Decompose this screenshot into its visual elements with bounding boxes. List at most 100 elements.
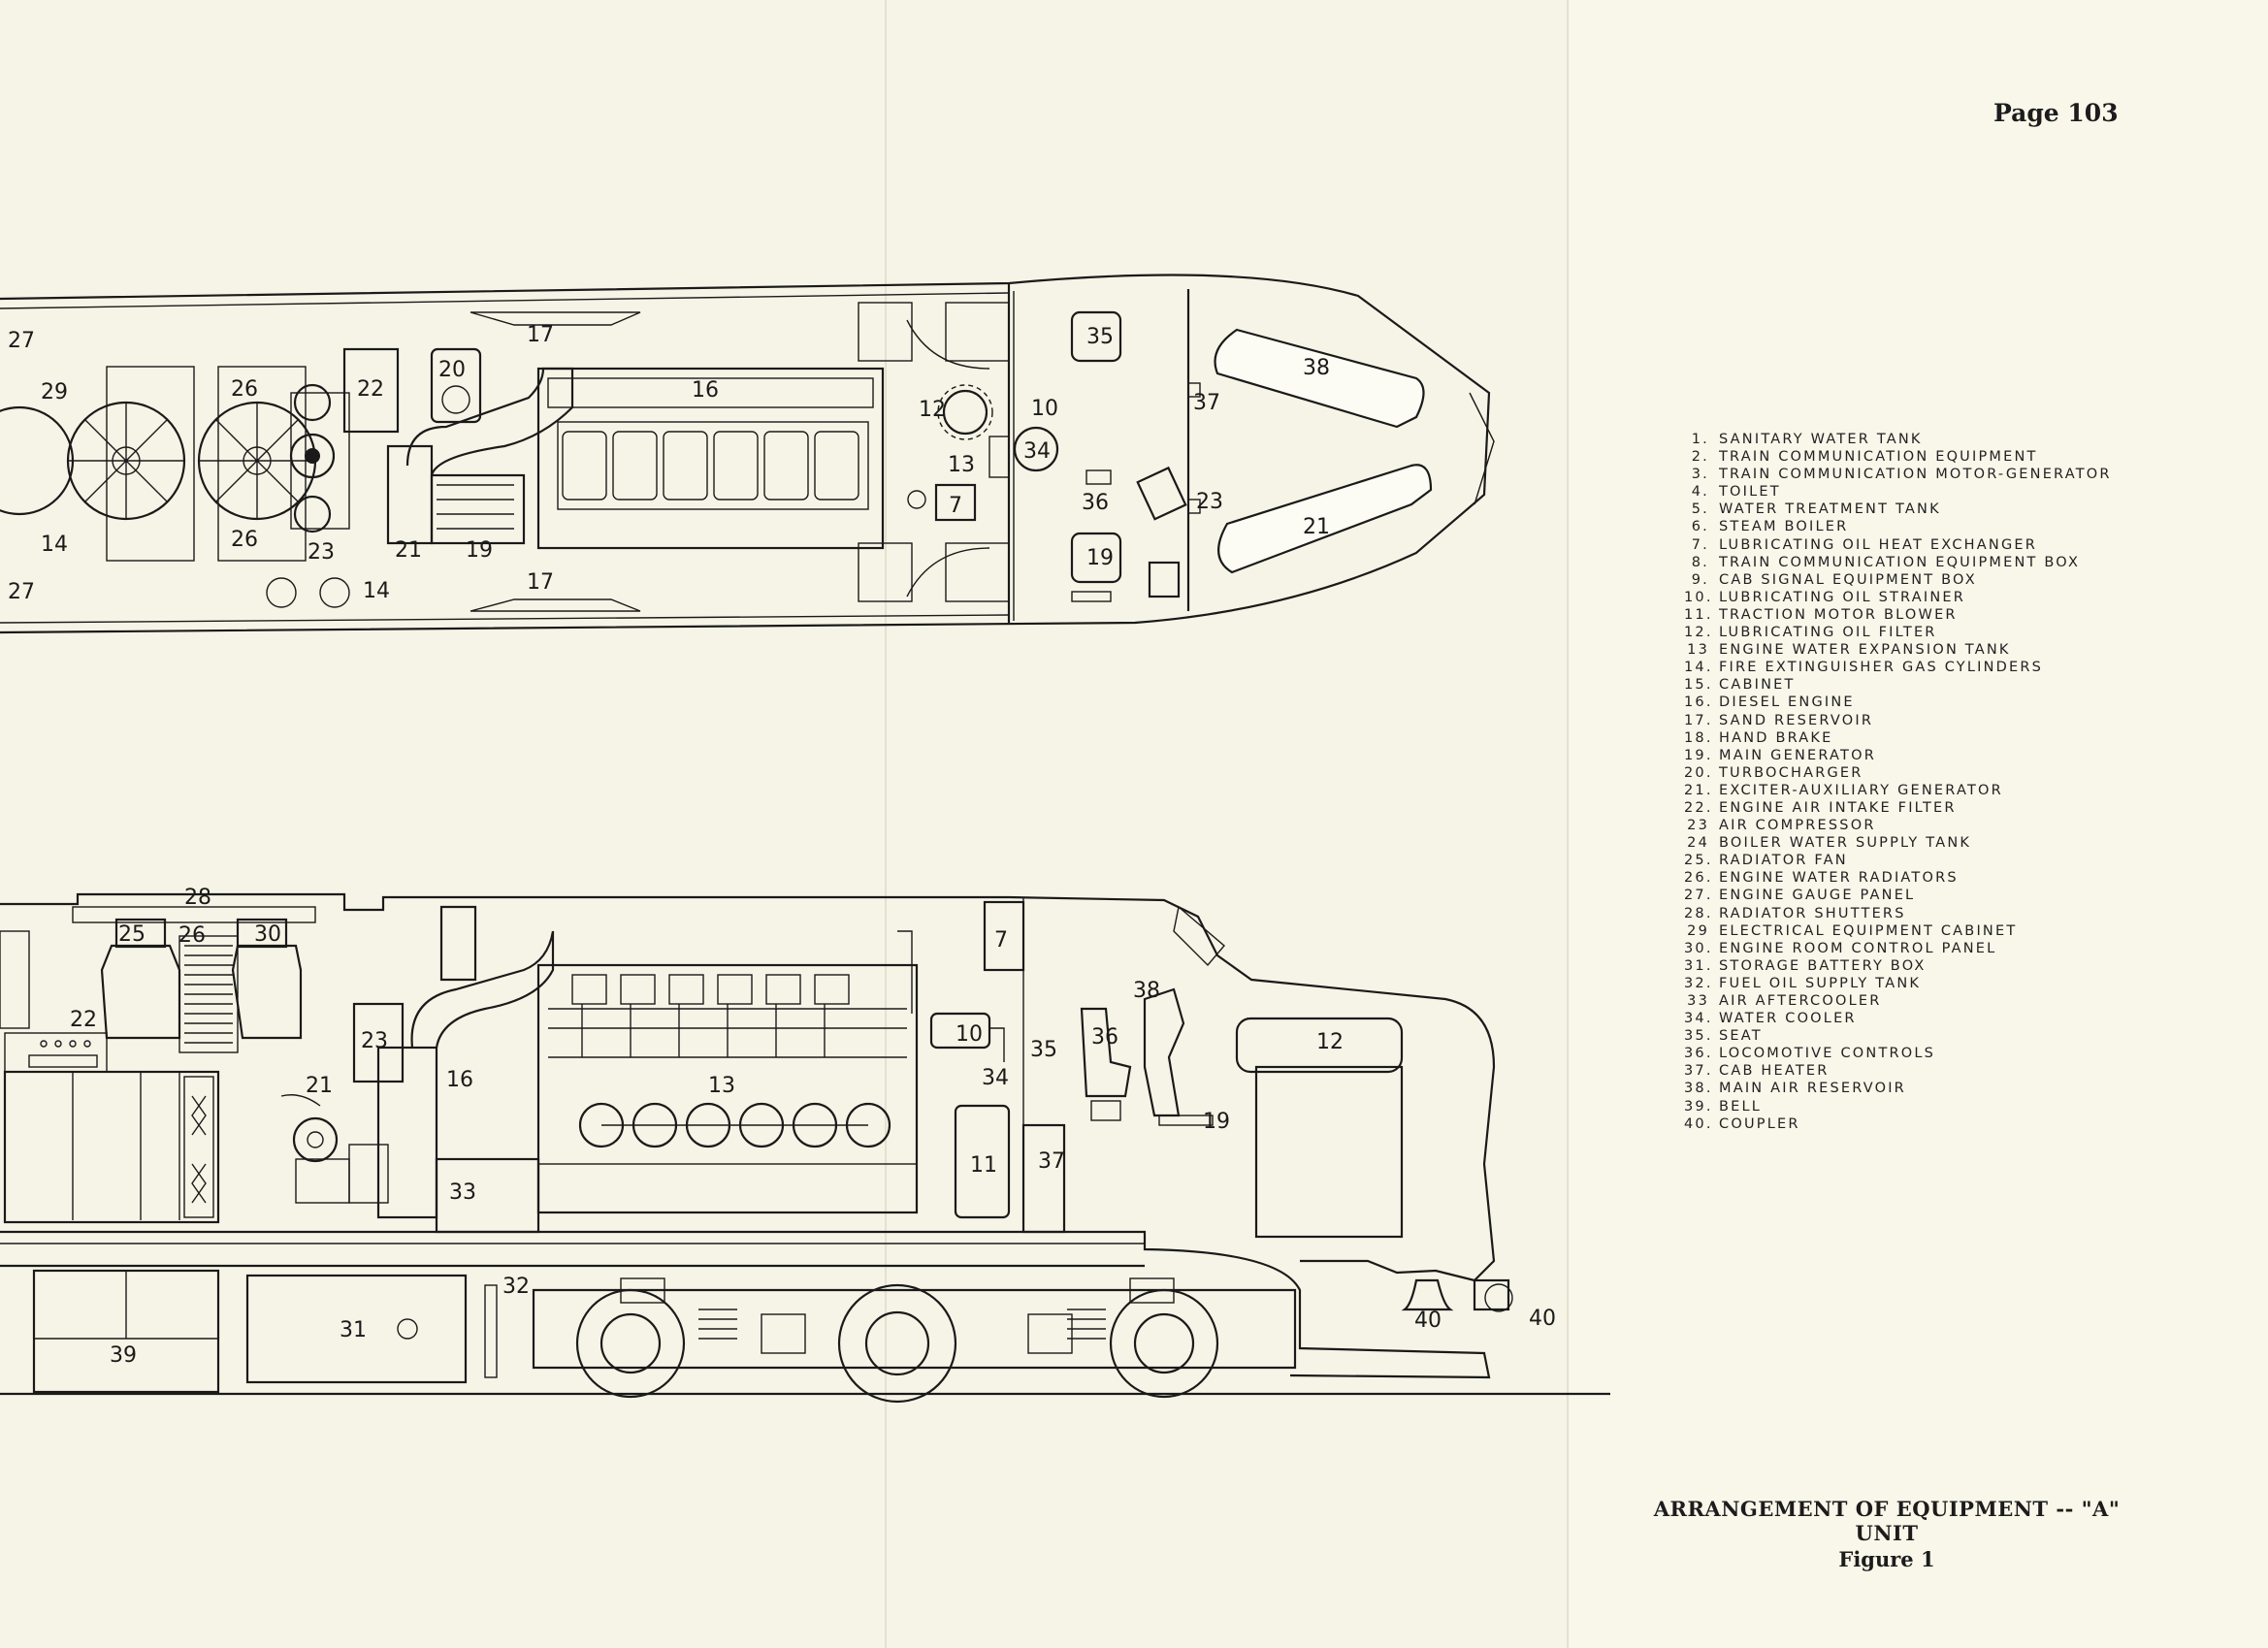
fold-line bbox=[885, 0, 887, 1648]
legend-item: 4.TOILET bbox=[1684, 483, 2140, 501]
legend-item: 26.ENGINE WATER RADIATORS bbox=[1684, 869, 2140, 887]
plan-callout: 26 bbox=[231, 377, 258, 402]
legend-item: 27.ENGINE GAUGE PANEL bbox=[1684, 887, 2140, 904]
legend-number: 1. bbox=[1691, 432, 1709, 447]
plan-callout: 34 bbox=[1023, 439, 1051, 464]
legend-number: 10. bbox=[1684, 589, 1713, 605]
legend-label: AIR COMPRESSOR bbox=[1719, 818, 1876, 834]
legend-number: 33 bbox=[1687, 993, 1709, 1009]
plan-callout: 7 bbox=[949, 494, 962, 518]
legend-item: 30.ENGINE ROOM CONTROL PANEL bbox=[1684, 940, 2140, 957]
legend-number: 31. bbox=[1684, 957, 1713, 974]
elevation-callout: 40 bbox=[1414, 1309, 1442, 1333]
heat-exchanger-elev bbox=[929, 1012, 991, 1050]
legend-label: BOILER WATER SUPPLY TANK bbox=[1719, 835, 1972, 852]
elevation-callout: 40 bbox=[1529, 1307, 1556, 1331]
radiator-fans bbox=[0, 366, 317, 562]
locomotive-drawing: 27 29 26 22 20 17 16 12 10 35 38 37 34 1… bbox=[0, 274, 1610, 1404]
legend-item: 6. STEAM BOILER bbox=[1684, 518, 2140, 535]
plan-callout: 10 bbox=[1031, 397, 1058, 421]
fuel-oil-tank bbox=[245, 1274, 468, 1384]
legend-item: 39.BELL bbox=[1684, 1098, 2140, 1115]
legend-label: LUBRICATING OIL FILTER bbox=[1719, 625, 1937, 641]
legend-number: 24 bbox=[1687, 835, 1709, 852]
legend-number: 28. bbox=[1684, 905, 1713, 921]
legend-number: 20. bbox=[1684, 764, 1713, 781]
elevation-callout: 31 bbox=[340, 1318, 367, 1342]
legend-label: STEAM BOILER bbox=[1719, 519, 1849, 535]
engine-room-control-panel bbox=[4, 1032, 108, 1073]
legend-number: 23 bbox=[1687, 818, 1709, 834]
legend-item: 8. TRAIN COMMUNICATION EQUIPMENT BOX bbox=[1684, 554, 2140, 571]
legend-item: 31.STORAGE BATTERY BOX bbox=[1684, 957, 2140, 975]
legend-label: AIR AFTERCOOLER bbox=[1719, 993, 1882, 1009]
main-air-reservoir-plan bbox=[1214, 328, 1433, 574]
main-air-reservoir-elev bbox=[1235, 1017, 1404, 1074]
legend-label: ELECTRICAL EQUIPMENT CABINET bbox=[1719, 922, 2018, 939]
elevation-callout: 28 bbox=[184, 886, 211, 910]
fold-line bbox=[1567, 0, 1569, 1648]
air-compressor-plan bbox=[289, 383, 350, 533]
turbocharger-plan bbox=[430, 347, 482, 424]
oil-filter-elev bbox=[954, 1104, 1011, 1219]
truck-assembly bbox=[532, 1277, 1297, 1404]
plan-callout: 37 bbox=[1193, 391, 1220, 415]
elevation-callout: 30 bbox=[254, 922, 281, 947]
figure-title: ARRANGEMENT OF EQUIPMENT -- "A" UNIT bbox=[1653, 1497, 2121, 1545]
seat-elev bbox=[1080, 1007, 1132, 1098]
plan-callout: 16 bbox=[692, 378, 719, 403]
legend-number: 6. bbox=[1691, 519, 1709, 535]
legend-item: 32.FUEL OIL SUPPLY TANK bbox=[1684, 975, 2140, 992]
seat-plan bbox=[1070, 532, 1122, 584]
plan-callout: 19 bbox=[466, 538, 493, 563]
legend-number: 11. bbox=[1684, 606, 1713, 623]
plan-callout: 14 bbox=[363, 579, 390, 603]
legend-item: 28.RADIATOR SHUTTERS bbox=[1684, 905, 2140, 922]
legend-number: 5. bbox=[1691, 501, 1709, 518]
cab-window bbox=[1173, 905, 1225, 967]
elevation-view: 28 25 26 30 22 23 21 16 13 7 10 34 35 36… bbox=[0, 886, 1610, 1404]
legend-label: FUEL OIL SUPPLY TANK bbox=[1719, 975, 1922, 991]
legend-label: CABINET bbox=[1719, 677, 1796, 694]
legend-label: TRAIN COMMUNICATION EQUIPMENT BOX bbox=[1719, 554, 2081, 570]
page-number: Page 103 bbox=[1993, 99, 2119, 127]
elevation-callout: 34 bbox=[982, 1066, 1009, 1090]
legend-item: 37.CAB HEATER bbox=[1684, 1062, 2140, 1080]
air-compressor-elev bbox=[280, 1094, 389, 1204]
legend-item: 40.COUPLER bbox=[1684, 1115, 2140, 1133]
plan-callout: 21 bbox=[1303, 515, 1330, 539]
legend-number: 21. bbox=[1684, 782, 1713, 798]
legend-number: 12. bbox=[1684, 625, 1713, 641]
legend-label: TRAIN COMMUNICATION MOTOR-GENERATOR bbox=[1719, 467, 2112, 483]
legend-item: 33 AIR AFTERCOOLER bbox=[1684, 992, 2140, 1010]
plan-callout: 23 bbox=[308, 540, 335, 565]
legend-item: 22.ENGINE AIR INTAKE FILTER bbox=[1684, 799, 2140, 817]
legend-item: 35.SEAT bbox=[1684, 1027, 2140, 1045]
electrical-cabinets bbox=[3, 1070, 220, 1224]
legend-number: 29 bbox=[1687, 922, 1709, 939]
plan-callout: 36 bbox=[1082, 491, 1109, 515]
legend-item: 11.TRACTION MOTOR BLOWER bbox=[1684, 606, 2140, 624]
elevation-callout: 21 bbox=[306, 1074, 333, 1098]
legend-number: 8. bbox=[1691, 554, 1709, 570]
plan-callout: 17 bbox=[527, 323, 554, 347]
elevation-callout: 25 bbox=[118, 922, 146, 947]
legend-item: 3. TRAIN COMMUNICATION MOTOR-GENERATOR bbox=[1684, 466, 2140, 483]
legend-number: 9. bbox=[1691, 571, 1709, 588]
legend-label: TRAIN COMMUNICATION EQUIPMENT bbox=[1719, 449, 2038, 466]
elevation-callout: 32 bbox=[502, 1275, 530, 1299]
legend-label: LUBRICATING OIL STRAINER bbox=[1719, 589, 1966, 605]
legend-number: 3. bbox=[1691, 467, 1709, 483]
exciter-elev bbox=[376, 1046, 438, 1219]
plan-callout: 14 bbox=[41, 533, 68, 557]
legend-label: EXCITER-AUXILIARY GENERATOR bbox=[1719, 782, 2003, 798]
elevation-callout: 38 bbox=[1133, 979, 1160, 1003]
elevation-callout: 35 bbox=[1030, 1038, 1057, 1062]
plan-callout: 19 bbox=[1086, 546, 1114, 570]
elevation-callout: 13 bbox=[708, 1074, 735, 1098]
legend-label: CAB HEATER bbox=[1719, 1063, 1830, 1080]
sand-reservoir-plan bbox=[470, 598, 641, 612]
legend-item: 10. LUBRICATING OIL STRAINER bbox=[1684, 589, 2140, 606]
legend-number: 30. bbox=[1684, 940, 1713, 956]
